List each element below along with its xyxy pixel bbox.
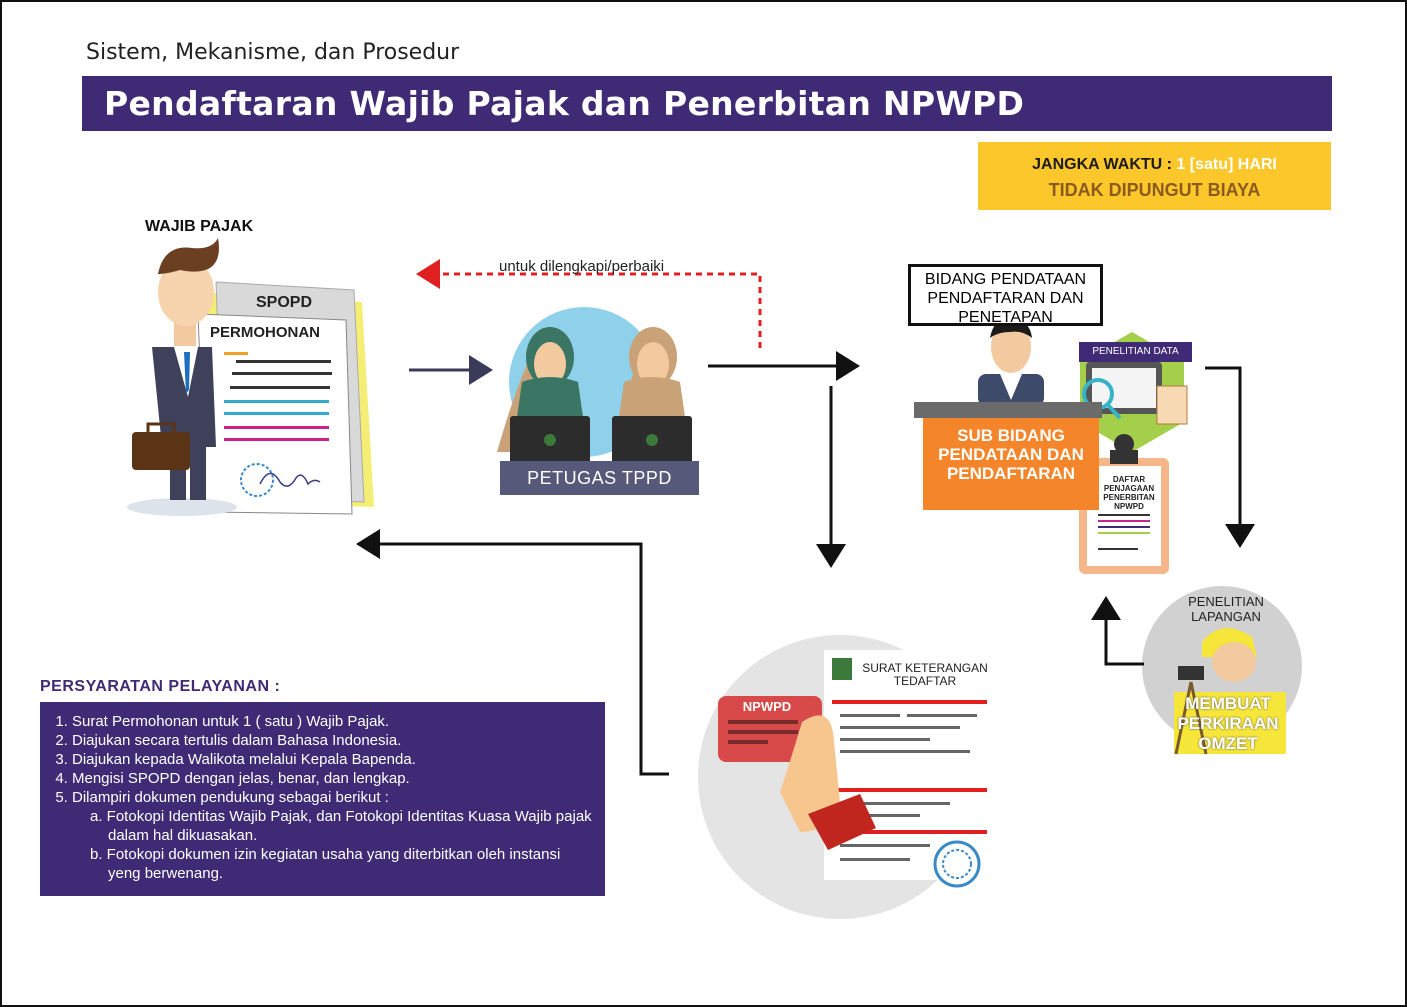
requirements-box: Surat Permohonan untuk 1 ( satu ) Wajib … bbox=[40, 702, 605, 896]
omzet-estimate-label: MEMBUAT PERKIRAAN OMZET bbox=[1177, 694, 1279, 753]
requirement-item: Diajukan secara tertulis dalam Bahasa In… bbox=[72, 731, 593, 750]
clipboard-title: DAFTAR PENJAGAAN PENERBITAN NPWPD bbox=[1103, 475, 1155, 511]
arrow-to-field bbox=[1205, 366, 1255, 548]
requirement-item: Surat Permohonan untuk 1 ( satu ) Wajib … bbox=[72, 712, 593, 731]
return-note: untuk dilengkapi/perbaiki bbox=[499, 258, 665, 275]
requirements-list: Surat Permohonan untuk 1 ( satu ) Wajib … bbox=[40, 712, 593, 807]
taxpayer-figure bbox=[127, 238, 237, 516]
field-research-label: PENELITIAN LAPANGAN bbox=[1188, 594, 1264, 624]
requirement-subitem: a. Fotokopi Identitas Wajib Pajak, dan F… bbox=[90, 808, 592, 844]
time-and-fee-box: JANGKA WAKTU : 1 [satu] HARI TIDAK DIPUN… bbox=[978, 142, 1331, 210]
division-sign: BIDANG PENDATAAN PENDAFTARAN DAN PENETAP… bbox=[908, 264, 1103, 326]
officers-illustration bbox=[497, 307, 692, 466]
time-value: 1 [satu] HARI bbox=[1176, 156, 1277, 173]
npwpd-card-label: NPWPD bbox=[742, 699, 792, 714]
arrow-return-to-taxpayer bbox=[356, 529, 669, 776]
requirements-title: PERSYARATAN PELAYANAN : bbox=[40, 678, 281, 695]
npwpd-clipboard bbox=[1079, 434, 1169, 574]
time-separator: : bbox=[1162, 156, 1177, 173]
requirement-item: Mengisi SPOPD dengan jelas, benar, dan l… bbox=[72, 769, 593, 788]
certificate-illustration bbox=[698, 635, 990, 919]
fee-text: TIDAK DIPUNGUT BIAYA bbox=[1048, 180, 1261, 200]
officer-label: PETUGAS TPPD bbox=[500, 461, 699, 495]
time-label: JANGKA WAKTU bbox=[1032, 156, 1163, 173]
certificate-title: SURAT KETERANGAN TEDAFTAR bbox=[862, 661, 988, 688]
taxpayer-label: WAJIB PAJAK bbox=[145, 218, 254, 235]
spopd-document-stack bbox=[197, 281, 374, 515]
spopd-doc-title: SPOPD bbox=[256, 294, 313, 311]
division-officer bbox=[978, 317, 1044, 406]
permohonan-doc-title: PERMOHONAN bbox=[210, 324, 321, 341]
field-research bbox=[1142, 586, 1302, 755]
desk-counter-top bbox=[914, 402, 1102, 418]
time-line: JANGKA WAKTU : 1 [satu] HARI bbox=[978, 156, 1331, 174]
sub-division-desk: SUB BIDANG PENDATAAN DAN PENDAFTARAN bbox=[923, 418, 1099, 510]
requirements-sublist: a. Fotokopi Identitas Wajib Pajak, dan F… bbox=[40, 807, 593, 883]
page-title: Pendaftaran Wajib Pajak dan Penerbitan N… bbox=[104, 84, 1025, 123]
research-data-label: PENELITIAN DATA bbox=[1079, 342, 1192, 362]
arrow-field-back bbox=[1091, 596, 1144, 666]
requirement-subitem: b. Fotokopi dokumen izin kegiatan usaha … bbox=[90, 846, 561, 882]
title-banner: Pendaftaran Wajib Pajak dan Penerbitan N… bbox=[82, 76, 1332, 131]
requirement-item: Dilampiri dokumen pendukung sebagai beri… bbox=[72, 788, 593, 807]
page-subtitle: Sistem, Mekanisme, dan Prosedur bbox=[86, 40, 460, 65]
requirement-item: Diajukan kepada Walikota melalui Kepala … bbox=[72, 750, 593, 769]
arrow-return-for-completion bbox=[416, 259, 762, 348]
research-data-badge bbox=[1080, 332, 1188, 452]
